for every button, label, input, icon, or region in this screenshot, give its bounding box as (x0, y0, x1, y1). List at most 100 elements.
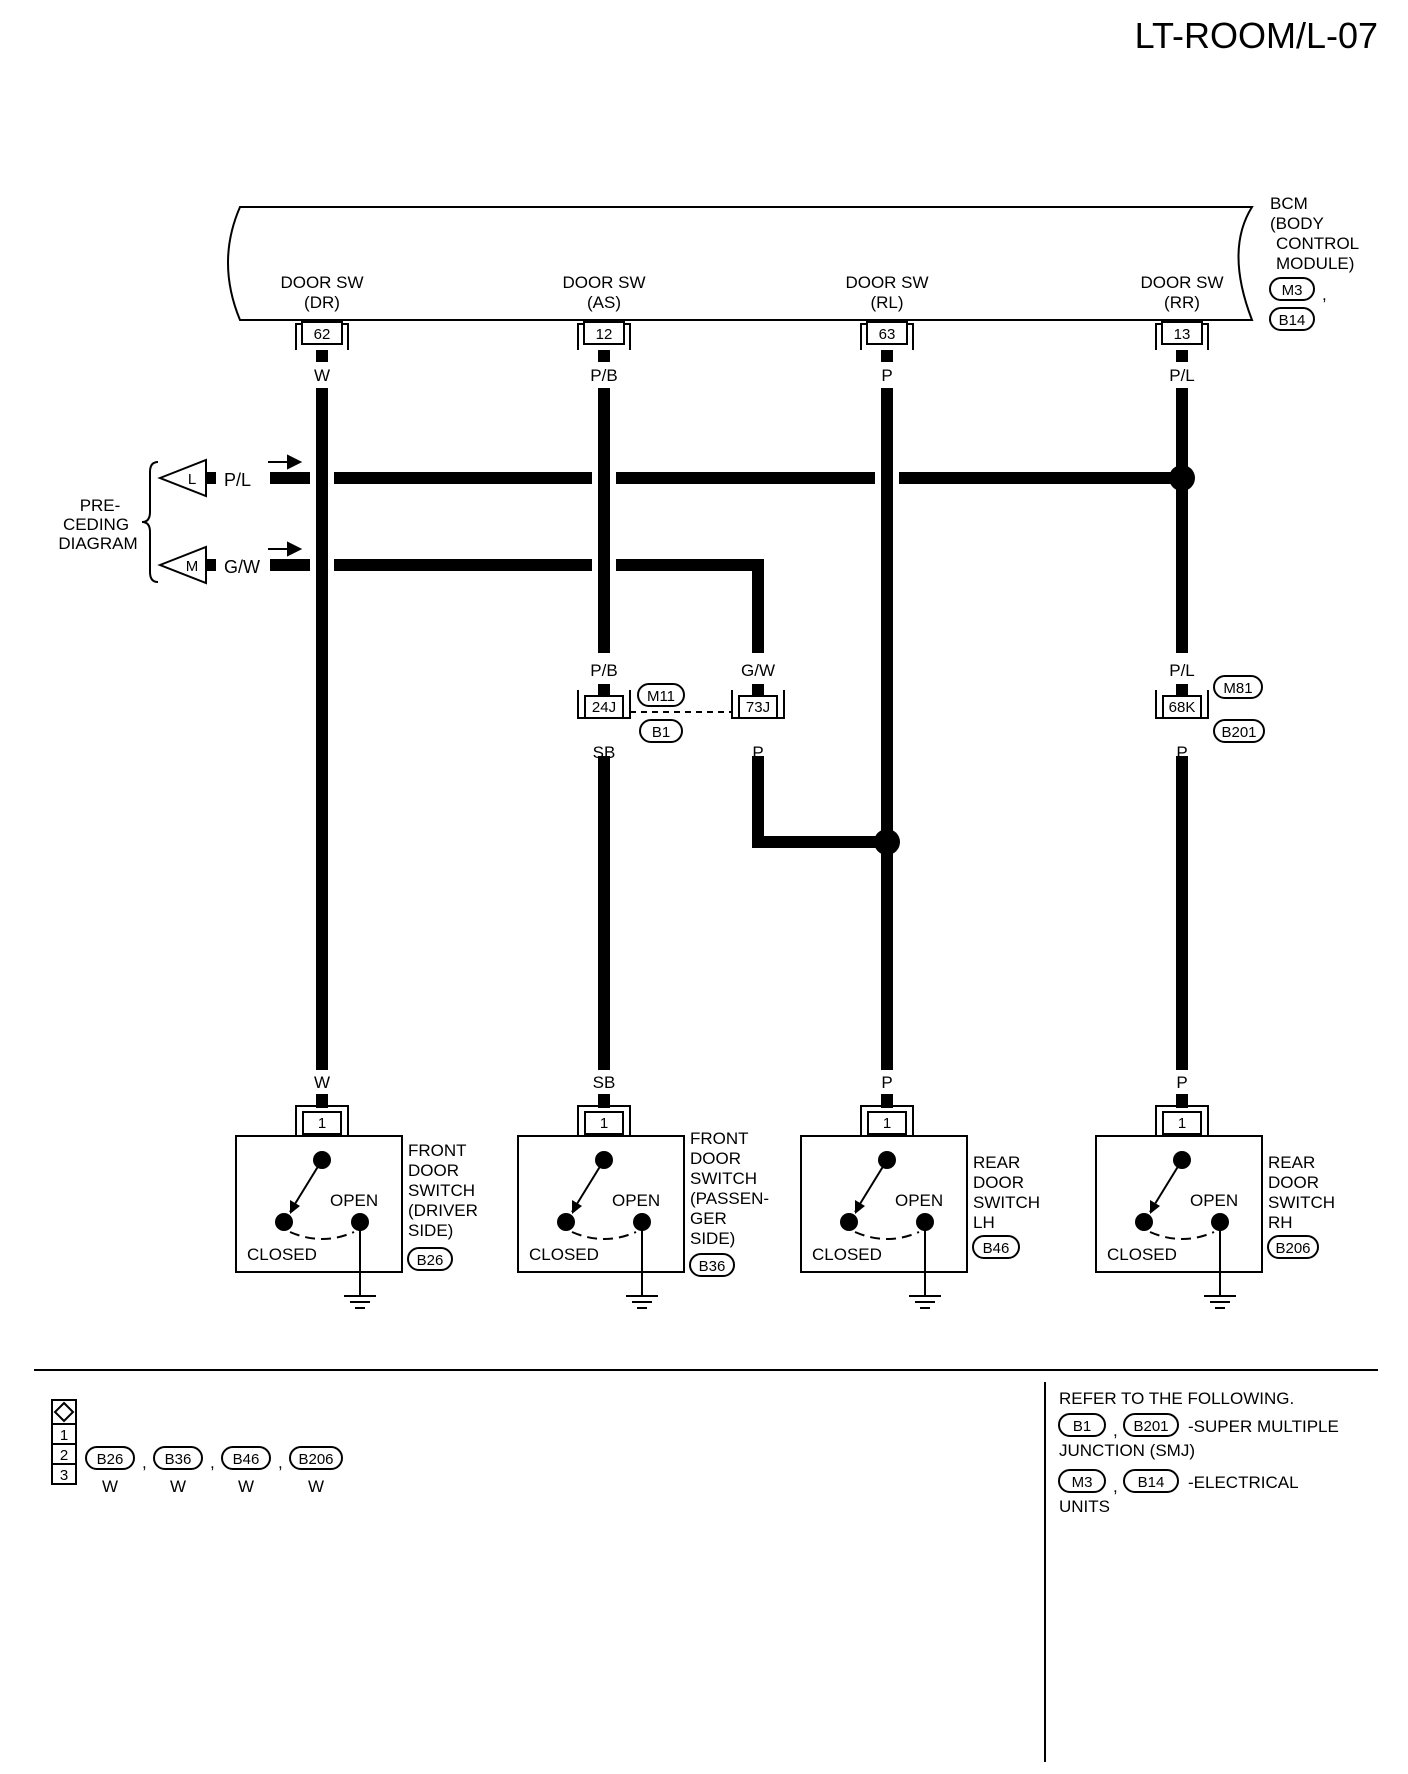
bcm-pin-12: 12 (577, 321, 631, 350)
svg-text:3: 3 (60, 1467, 68, 1484)
wire-label-bottom-sb: SB (593, 1073, 616, 1092)
wire-label-bottom-w: W (314, 1073, 330, 1092)
svg-text:P: P (752, 743, 763, 762)
svg-text:P/B: P/B (590, 661, 617, 680)
svg-text:B14: B14 (1138, 1474, 1165, 1491)
svg-text:DOOR: DOOR (1268, 1173, 1319, 1192)
svg-text:,: , (1322, 285, 1327, 304)
svg-text:(BODY: (BODY (1270, 214, 1324, 233)
junction-68k: P/L 68K P (1155, 661, 1209, 762)
page-id: LT-ROOM/L-07 (1135, 15, 1378, 56)
wire-label-top-p: P (881, 366, 892, 385)
svg-text:OPEN: OPEN (1190, 1191, 1238, 1210)
svg-text:SWITCH: SWITCH (1268, 1193, 1335, 1212)
wire-p-junction (752, 756, 887, 848)
rear-door-switch-lh: 1 OPEN CLOSED REAR DOOR SWITCH LH B46 (800, 1094, 1040, 1309)
svg-text:DOOR SW: DOOR SW (845, 273, 928, 292)
svg-text:SWITCH: SWITCH (973, 1193, 1040, 1212)
svg-text:UNITS: UNITS (1059, 1497, 1110, 1516)
svg-text:(DR): (DR) (304, 293, 340, 312)
svg-text:PRE-: PRE- (80, 496, 121, 515)
svg-text:B1: B1 (652, 724, 670, 741)
svg-text:1: 1 (883, 1115, 891, 1132)
preceding-marker-m: M G/W (157, 545, 260, 585)
svg-text:REAR: REAR (973, 1153, 1020, 1172)
svg-text:B201: B201 (1221, 724, 1256, 741)
svg-text:1: 1 (600, 1115, 608, 1132)
svg-text:SWITCH: SWITCH (408, 1181, 475, 1200)
svg-text:B46: B46 (983, 1240, 1010, 1257)
svg-text:DOOR SW: DOOR SW (280, 273, 363, 292)
svg-text:B36: B36 (165, 1451, 192, 1468)
svg-text:OPEN: OPEN (330, 1191, 378, 1210)
rear-door-switch-rh: 1 OPEN CLOSED REAR DOOR SWITCH RH B206 (1095, 1094, 1335, 1309)
svg-text:CLOSED: CLOSED (812, 1245, 882, 1264)
svg-text:-ELECTRICAL: -ELECTRICAL (1188, 1473, 1299, 1492)
bcm-connector-b14: B14 (1269, 307, 1315, 331)
svg-text:SWITCH: SWITCH (690, 1169, 757, 1188)
svg-text:B46: B46 (233, 1451, 260, 1468)
svg-text:SB: SB (593, 743, 616, 762)
svg-text:M3: M3 (1282, 282, 1303, 299)
svg-text:(RL): (RL) (870, 293, 903, 312)
preceding-brace (141, 461, 159, 583)
svg-text:B1: B1 (1073, 1418, 1091, 1435)
svg-text:FRONT: FRONT (408, 1141, 467, 1160)
bcm-box (227, 206, 1254, 321)
svg-text:12: 12 (596, 326, 613, 343)
bcm-label: BCM (BODY CONTROL MODULE) (1270, 194, 1359, 273)
svg-text:CLOSED: CLOSED (1107, 1245, 1177, 1264)
svg-text:MODULE): MODULE) (1276, 254, 1354, 273)
bcm-terminal-as: DOOR SW (AS) (562, 273, 645, 312)
svg-text:M81: M81 (1223, 680, 1252, 697)
svg-text:CEDING: CEDING (63, 515, 129, 534)
svg-text:G/W: G/W (224, 557, 260, 577)
svg-text:GER: GER (690, 1209, 727, 1228)
wire-label-bottom-p-rh: P (1176, 1073, 1187, 1092)
svg-text:OPEN: OPEN (895, 1191, 943, 1210)
svg-text:LH: LH (973, 1213, 995, 1232)
bcm-connector-m3: M3 , (1269, 277, 1327, 304)
svg-text:M: M (186, 558, 199, 575)
svg-text:W: W (102, 1477, 118, 1496)
svg-text:13: 13 (1174, 326, 1191, 343)
svg-text:62: 62 (314, 326, 331, 343)
svg-text:B206: B206 (298, 1451, 333, 1468)
svg-text:68K: 68K (1169, 699, 1196, 716)
svg-text:M3: M3 (1072, 1474, 1093, 1491)
junction-connector-m81: M81 (1213, 675, 1263, 699)
svg-text:SIDE): SIDE) (408, 1221, 453, 1240)
svg-text:B26: B26 (417, 1252, 444, 1269)
svg-text:2: 2 (60, 1447, 68, 1464)
svg-text:-SUPER MULTIPLE: -SUPER MULTIPLE (1188, 1417, 1339, 1436)
svg-text:,: , (210, 1453, 215, 1472)
svg-text:W: W (308, 1477, 324, 1496)
bcm-terminal-rl: DOOR SW (RL) (845, 273, 928, 312)
svg-text:P/L: P/L (224, 470, 251, 490)
wire-gw-horizontal (270, 559, 764, 653)
svg-text:73J: 73J (746, 699, 770, 716)
svg-text:DOOR: DOOR (408, 1161, 459, 1180)
splice-pl (1169, 465, 1195, 491)
svg-text:REAR: REAR (1268, 1153, 1315, 1172)
svg-text:REFER TO THE FOLLOWING.: REFER TO THE FOLLOWING. (1059, 1389, 1294, 1408)
svg-text:B14: B14 (1279, 312, 1306, 329)
front-door-switch-passenger: 1 OPEN CLOSED FRONT DOOR SWITCH (PASSEN-… (517, 1094, 769, 1309)
svg-text:RH: RH (1268, 1213, 1293, 1232)
svg-text:DOOR: DOOR (973, 1173, 1024, 1192)
svg-text:CONTROL: CONTROL (1276, 234, 1359, 253)
splice-rl (874, 829, 900, 855)
svg-text:L: L (188, 471, 196, 488)
junction-24j: P/B 24J SB (577, 661, 631, 762)
svg-text:M11: M11 (647, 688, 675, 705)
svg-text:,: , (278, 1453, 283, 1472)
svg-text:DOOR: DOOR (690, 1149, 741, 1168)
svg-text:CLOSED: CLOSED (247, 1245, 317, 1264)
svg-text:(RR): (RR) (1164, 293, 1200, 312)
svg-text:1: 1 (1178, 1115, 1186, 1132)
svg-text:1: 1 (318, 1115, 326, 1132)
svg-text:BCM: BCM (1270, 194, 1308, 213)
bcm-terminal-rr: DOOR SW (RR) (1140, 273, 1223, 312)
svg-text:FRONT: FRONT (690, 1129, 749, 1148)
svg-text:(PASSEN-: (PASSEN- (690, 1189, 769, 1208)
